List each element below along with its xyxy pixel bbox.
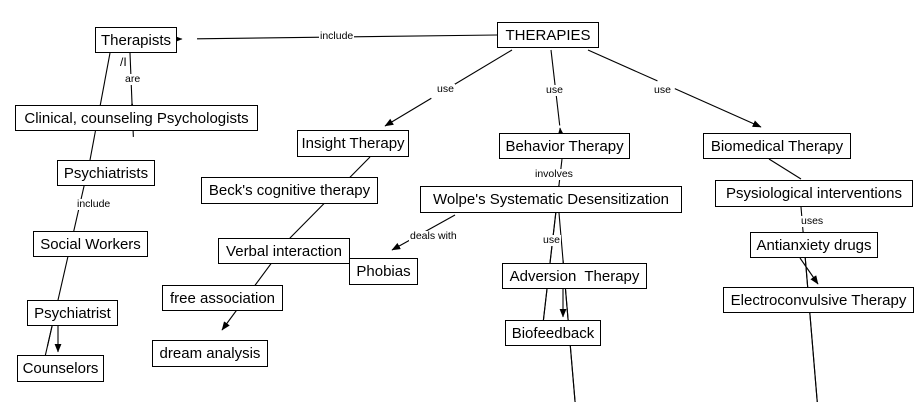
node-therapies[interactable]: THERAPIES <box>497 22 599 48</box>
node-label: Wolpe's Systematic Desensitization <box>432 191 669 208</box>
node-label: Electroconvulsive Therapy <box>730 291 907 309</box>
node-psychiatrist[interactable]: Psychiatrist <box>27 300 118 326</box>
node-behavior-therapy[interactable]: Behavior Therapy <box>499 133 630 159</box>
node-label: Insight Therapy <box>301 135 405 152</box>
edge-label-e-are: are <box>124 73 142 85</box>
node-label: Biofeedback <box>511 324 595 342</box>
node-free-assoc[interactable]: free association <box>162 285 283 311</box>
edge-label-e-uses: uses <box>800 215 825 227</box>
decoration-slash-glyph: /I <box>120 55 127 69</box>
edge-line <box>674 88 762 128</box>
node-label: Psychiatrist <box>34 304 111 322</box>
node-therapists[interactable]: Therapists <box>95 27 177 53</box>
node-verbal[interactable]: Verbal interaction <box>218 238 350 264</box>
node-label: Adversion Therapy <box>509 267 640 285</box>
edge-line <box>587 49 658 82</box>
node-antianxiety[interactable]: Antianxiety drugs <box>750 232 878 258</box>
node-psychiatrists[interactable]: Psychiatrists <box>57 160 155 186</box>
node-label: Beck's cognitive therapy <box>208 182 371 199</box>
node-label: Biomedical Therapy <box>710 137 844 155</box>
edge-label-e-include-therapists: include <box>319 30 355 42</box>
edge-line <box>448 49 513 89</box>
node-label: Antianxiety drugs <box>756 236 872 254</box>
node-label: Counselors <box>22 360 99 377</box>
node-label: Psychiatrists <box>63 164 149 182</box>
edge-label-e-use-insight: use <box>436 83 455 95</box>
edge-label-e-use-behavior: use <box>545 84 564 96</box>
node-ect[interactable]: Electroconvulsive Therapy <box>723 287 914 313</box>
node-phobias[interactable]: Phobias <box>349 258 418 285</box>
edge-line <box>799 257 819 285</box>
node-wolpe[interactable]: Wolpe's Systematic Desensitization <box>420 186 682 213</box>
node-becks[interactable]: Beck's cognitive therapy <box>201 177 378 204</box>
node-label: free association <box>169 289 276 307</box>
edge-label-e-use-biomedical: use <box>653 84 672 96</box>
node-clinical[interactable]: Clinical, counseling Psychologists <box>15 105 258 131</box>
edge-line <box>768 158 802 180</box>
edge-label-e-involves: involves <box>534 168 574 180</box>
edge-label-e-include-social: include <box>76 198 112 210</box>
node-label: Behavior Therapy <box>505 137 624 155</box>
edge-line <box>384 97 432 127</box>
node-label: Phobias <box>356 263 411 280</box>
node-label: Psysiological interventions <box>726 185 902 202</box>
edge-line <box>558 212 576 402</box>
node-adversion[interactable]: Adversion Therapy <box>502 263 647 289</box>
node-social-workers[interactable]: Social Workers <box>33 231 148 257</box>
node-psysiological[interactable]: Psysiological interventions <box>715 180 913 207</box>
node-label: dream analysis <box>159 345 261 362</box>
edge-label-e-use-adversion: use <box>542 234 561 246</box>
node-counselors[interactable]: Counselors <box>17 355 104 382</box>
node-label: Social Workers <box>40 235 141 253</box>
node-dream-analysis[interactable]: dream analysis <box>152 340 268 367</box>
node-insight-therapy[interactable]: Insight Therapy <box>297 130 409 157</box>
edge-label-e-deals-with: deals with <box>409 230 458 242</box>
node-label: Verbal interaction <box>226 242 342 260</box>
node-label: Clinical, counseling Psychologists <box>24 109 249 127</box>
node-biomedical[interactable]: Biomedical Therapy <box>703 133 851 159</box>
node-label: THERAPIES <box>505 26 591 44</box>
node-biofeedback[interactable]: Biofeedback <box>505 320 601 346</box>
node-label: Therapists <box>100 31 172 49</box>
